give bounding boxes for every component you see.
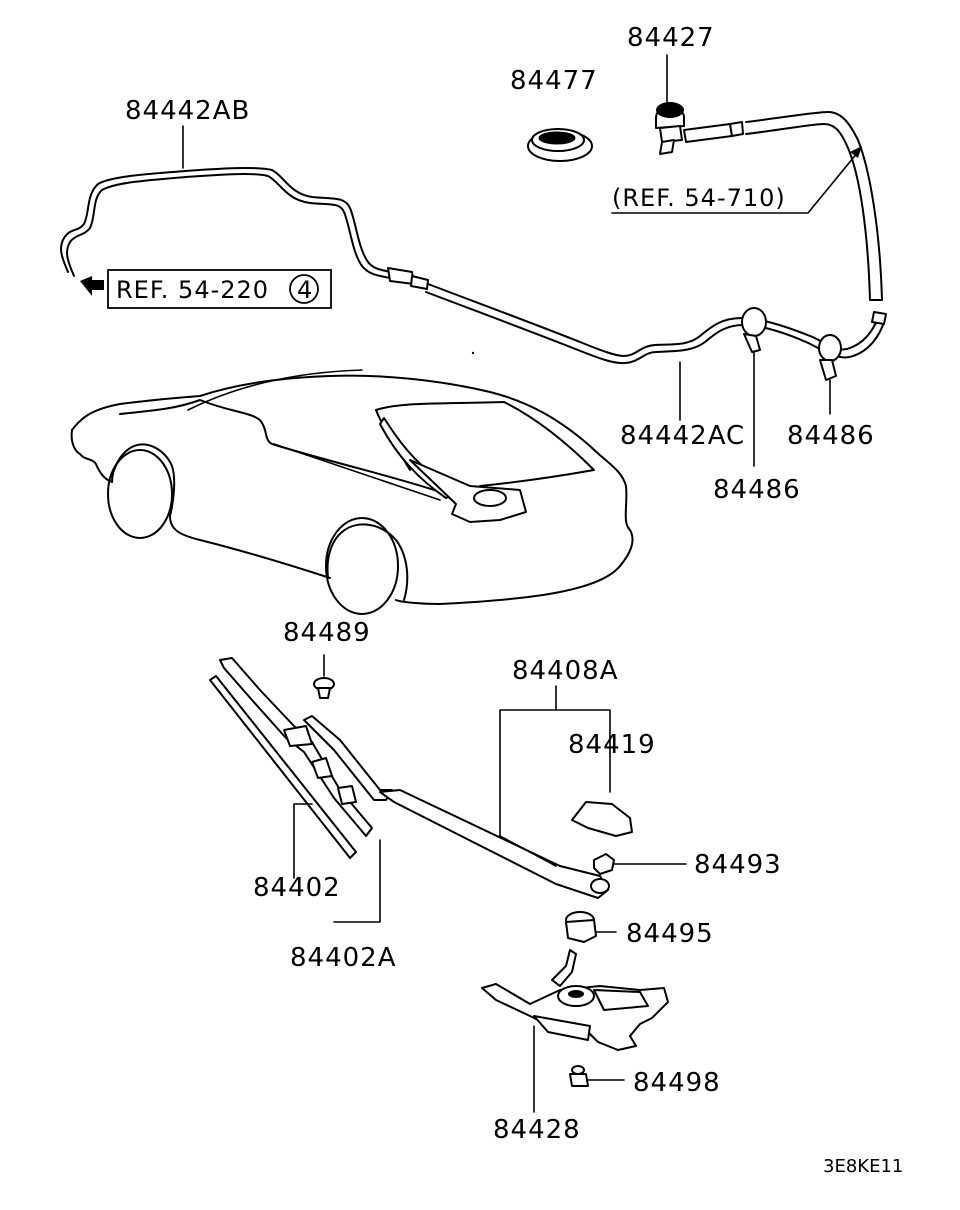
- label-pivot-cap: 84495: [626, 919, 714, 949]
- label-hose-front: 84442AB: [125, 96, 250, 126]
- hose-clip-b: [818, 334, 842, 381]
- label-clip-a: 84486: [713, 475, 801, 505]
- washer-hose-front: [60, 167, 429, 290]
- bolt: [313, 677, 335, 699]
- ref-54-220-callout: REF. 54-220 4: [80, 269, 332, 309]
- label-clip-b: 84486: [787, 421, 875, 451]
- label-blade: 84402: [253, 873, 341, 903]
- arm-cover: [571, 801, 633, 837]
- label-motor: 84428: [493, 1115, 581, 1145]
- ref-54-710-callout: (REF. 54-710): [611, 146, 862, 214]
- grommet: [527, 128, 593, 162]
- motor-bolt: [569, 1065, 589, 1087]
- hose-clip-a: [741, 307, 767, 353]
- arm-nut: [593, 853, 615, 875]
- label-arm-nut: 84493: [694, 850, 782, 880]
- ref-badge-number: 4: [297, 276, 313, 304]
- diagram-code: 3E8KE11: [823, 1156, 903, 1177]
- label-grommet: 84477: [510, 66, 598, 96]
- leader-arm-bracket: [499, 709, 611, 837]
- ref-54-220-text: REF. 54-220: [116, 276, 269, 304]
- wiper-blade: [209, 657, 373, 859]
- leader-blade: [293, 803, 313, 879]
- ref-badge-circle: [289, 274, 319, 304]
- label-arm-cover: 84419: [568, 730, 656, 760]
- label-nozzle: 84427: [627, 23, 715, 53]
- label-motor-bolt: 84498: [633, 1068, 721, 1098]
- arrow-left-icon: [80, 276, 104, 296]
- label-blade-assembly: 84402A: [290, 943, 397, 973]
- washer-nozzle: [655, 54, 883, 301]
- wiper-arm: [303, 715, 610, 899]
- ref-54-710-text: (REF. 54-710): [612, 184, 786, 212]
- wiper-motor: [481, 949, 669, 1051]
- label-bolt: 84489: [283, 618, 371, 648]
- label-hose-rear: 84442AC: [620, 421, 745, 451]
- label-arm-assembly: 84408A: [512, 656, 619, 686]
- arrow-up-icon: [850, 146, 862, 158]
- dot-mark: [471, 351, 475, 355]
- washer-hose-rear: [425, 283, 887, 365]
- pivot-cap: [565, 911, 597, 943]
- leader-blade-assembly: [333, 839, 381, 923]
- car-outline: [70, 369, 634, 615]
